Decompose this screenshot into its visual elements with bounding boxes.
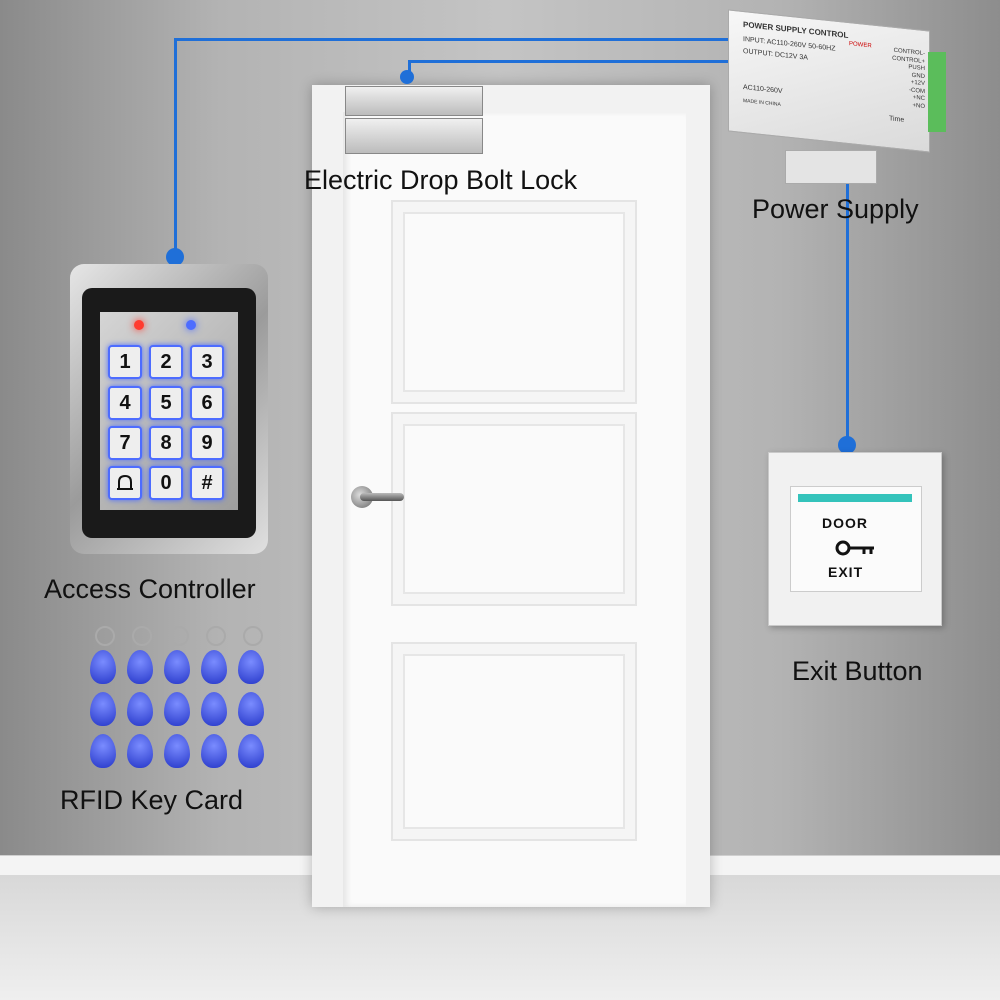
rfid-key-fob: [164, 650, 190, 684]
rfid-key-fob: [238, 692, 264, 726]
label-rfid-key-card: RFID Key Card: [60, 785, 244, 815]
key-hash[interactable]: #: [190, 466, 224, 500]
rfid-key-ring: [132, 626, 152, 646]
connection-dot-exit: [838, 436, 856, 454]
label-access-controller: Access Controller: [44, 574, 256, 604]
door: [343, 112, 686, 907]
rfid-key-fob: [164, 734, 190, 768]
lock-bottom-unit: [345, 118, 483, 154]
keypad-red-led: [134, 320, 144, 330]
door-panel-bottom: [391, 642, 637, 841]
psu-terminal-list: CONTROL- CONTROL+ PUSH GND +12V -COM +NC…: [877, 46, 925, 111]
psu-ac: AC110-260V: [743, 83, 783, 96]
rfid-key-fob: [201, 734, 227, 768]
psu-made: MADE IN CHINA: [743, 97, 781, 108]
key-2[interactable]: 2: [149, 345, 183, 379]
rfid-key-fob: [201, 650, 227, 684]
key-0[interactable]: 0: [149, 466, 183, 500]
bell-icon: [117, 474, 133, 490]
wire-keypad-top: [174, 38, 730, 41]
key-1[interactable]: 1: [108, 345, 142, 379]
psu-mount-bracket: [785, 150, 877, 184]
label-power-supply: Power Supply: [752, 194, 919, 224]
door-handle: [360, 493, 404, 501]
key-3[interactable]: 3: [190, 345, 224, 379]
label-electric-drop-bolt-lock: Electric Drop Bolt Lock: [304, 165, 578, 195]
exit-button[interactable]: [790, 486, 922, 592]
keypad-blue-led: [186, 320, 196, 330]
psu-output: OUTPUT: DC12V 3A: [743, 47, 808, 62]
rfid-key-ring: [206, 626, 226, 646]
psu-terminal-block: [928, 52, 946, 132]
key-8[interactable]: 8: [149, 426, 183, 460]
key-icon: [835, 540, 874, 556]
lock-top-unit: [345, 86, 483, 116]
key-9[interactable]: 9: [190, 426, 224, 460]
door-panel-top: [391, 200, 637, 404]
wire-exit-button: [846, 175, 849, 445]
door-panel-middle: [391, 412, 637, 606]
label-exit-button: Exit Button: [792, 656, 923, 686]
rfid-key-fob: [127, 692, 153, 726]
wire-keypad-drop: [174, 38, 177, 256]
rfid-key-fob: [127, 734, 153, 768]
exit-button-stripe: [798, 494, 912, 502]
psu-time: Time: [889, 115, 905, 124]
wire-lock-top: [408, 60, 730, 63]
connection-dot-lock: [400, 70, 414, 84]
rfid-key-ring: [169, 626, 189, 646]
psu-power-label: POWER: [849, 41, 872, 50]
connection-dot-keypad: [166, 248, 184, 266]
key-5[interactable]: 5: [149, 386, 183, 420]
key-4[interactable]: 4: [108, 386, 142, 420]
rfid-key-fob: [90, 692, 116, 726]
key-bell[interactable]: [108, 466, 142, 500]
rfid-key-fob: [127, 650, 153, 684]
power-supply-box: POWER SUPPLY CONTROL POWER INPUT: AC110-…: [728, 9, 930, 153]
exit-exit-text: EXIT: [828, 564, 864, 580]
rfid-key-ring: [243, 626, 263, 646]
key-6[interactable]: 6: [190, 386, 224, 420]
rfid-key-fob: [201, 692, 227, 726]
rfid-key-fob: [238, 650, 264, 684]
rfid-key-fob: [238, 734, 264, 768]
wire-lock-drop: [408, 60, 411, 76]
rfid-key-fob: [90, 734, 116, 768]
rfid-key-fob: [90, 650, 116, 684]
rfid-key-fob: [164, 692, 190, 726]
rfid-key-ring: [95, 626, 115, 646]
key-7[interactable]: 7: [108, 426, 142, 460]
exit-door-text: DOOR: [822, 515, 868, 531]
